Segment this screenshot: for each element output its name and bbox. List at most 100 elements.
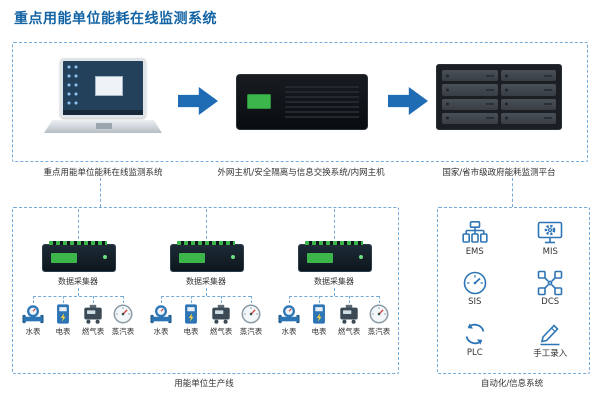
meter-water: 水表: [146, 303, 176, 337]
mis-monitor-gear-icon: [537, 221, 563, 244]
connector-right: [512, 178, 513, 207]
meter-label: 电表: [183, 327, 199, 336]
collector-green-label: [179, 253, 205, 263]
system-item-sis: SIS: [462, 270, 488, 307]
server-vents: [285, 86, 359, 118]
meter-label: 燃气表: [209, 327, 233, 336]
system-label: PLC: [466, 348, 483, 359]
caption-gateway-host: 外网主机/安全隔离与信息交换系统/内网主机: [217, 168, 385, 178]
meter-label: 燃气表: [81, 327, 105, 336]
meter-label: 蒸汽表: [367, 327, 391, 336]
meter-steam: 蒸汽表: [236, 303, 266, 337]
electric-meter-icon: [313, 304, 325, 324]
collector-drop-line: [206, 209, 207, 239]
meter-electric: 电表: [48, 303, 78, 337]
meter-label: 燃气表: [337, 327, 361, 336]
meter-steam: 蒸汽表: [364, 303, 394, 337]
electric-meter-icon: [185, 304, 197, 324]
electric-meter-icon: [57, 304, 69, 324]
bus-stub: [191, 296, 192, 303]
caption-automation-systems: 自动化/信息系统: [480, 379, 544, 389]
system-item-plc: PLC: [462, 321, 488, 358]
water-meter-icon: [278, 305, 300, 324]
page-title: 重点用能单位能耗在线监测系统: [14, 11, 217, 27]
bus-stub: [319, 296, 320, 303]
steam-meter-icon: [369, 304, 389, 324]
meter-electric: 电表: [304, 303, 334, 337]
collector-label: 数据采集器: [58, 277, 98, 286]
meter-water: 水表: [18, 303, 48, 337]
drive-bay: [500, 70, 556, 82]
steam-meter-icon: [113, 304, 133, 324]
meter-gas: 燃气表: [78, 303, 108, 337]
system-item-dcs: DCS: [537, 270, 563, 307]
system-label: SIS: [468, 297, 482, 308]
bus-stub: [289, 296, 290, 303]
caption-production-line: 用能单位生产线: [174, 379, 234, 389]
collector-group: 数据采集器 水表 电表 燃气表 蒸汽表: [274, 240, 394, 365]
collector-led: [231, 255, 235, 259]
data-collector-device: [42, 241, 116, 272]
meter-label: 水表: [25, 327, 41, 336]
collector-group: 数据采集器 水表 电表 燃气表 蒸汽表: [146, 240, 266, 365]
collector-led: [359, 255, 363, 259]
bus-line: [289, 296, 379, 297]
server-status-screen: [247, 94, 271, 109]
gateway-server-illustration: [236, 74, 368, 130]
sis-gauge-icon: [463, 272, 487, 295]
connector-left: [100, 178, 101, 207]
bus-stub: [161, 296, 162, 303]
meter-label: 蒸汽表: [239, 327, 263, 336]
data-collector-device: [170, 241, 244, 272]
storage-rack-illustration: [436, 64, 562, 130]
system-item-ems: EMS: [462, 220, 488, 257]
system-label: EMS: [465, 246, 484, 257]
desktop-taskbar: [63, 110, 143, 115]
collector-label: 数据采集器: [314, 277, 354, 286]
laptop-screen: [60, 58, 146, 118]
collector-led: [103, 255, 107, 259]
bus-stub: [33, 296, 34, 303]
water-meter-icon: [22, 305, 44, 324]
system-label: 手工录入: [533, 349, 568, 360]
systems-grid: EMS MIS SIS DCS PLC 手工录入: [437, 213, 588, 365]
desktop-window: [95, 76, 123, 96]
meter-electric: 电表: [176, 303, 206, 337]
plc-cycle-icon: [465, 323, 485, 345]
steam-meter-icon: [241, 304, 261, 324]
collector-group: 数据采集器 水表 电表 燃气表 蒸汽表: [18, 240, 138, 365]
drive-bay: [500, 112, 556, 124]
system-label: MIS: [542, 246, 558, 257]
laptop-illustration: [44, 58, 162, 144]
drive-bay: [442, 112, 498, 124]
laptop-keyboard-base: [44, 120, 162, 133]
bus-stub: [123, 296, 124, 303]
drive-bay: [442, 98, 498, 110]
collector-drop-line: [78, 209, 79, 239]
data-collector-device: [298, 241, 372, 272]
drive-bay: [500, 98, 556, 110]
drive-bay: [500, 84, 556, 96]
water-meter-icon: [150, 305, 172, 324]
meter-steam: 蒸汽表: [108, 303, 138, 337]
systems-panel: [437, 207, 590, 374]
meter-label: 电表: [311, 327, 327, 336]
gas-meter-icon: [212, 304, 230, 324]
drive-bay: [442, 70, 498, 82]
meter-label: 水表: [281, 327, 297, 336]
production-panel: [12, 207, 399, 374]
meter-label: 蒸汽表: [111, 327, 135, 336]
bus-stub: [63, 296, 64, 303]
ems-network-icon: [462, 220, 488, 243]
meter-gas: 燃气表: [206, 303, 236, 337]
bus-stub: [251, 296, 252, 303]
bus-line: [161, 296, 251, 297]
bus-stub: [349, 296, 350, 303]
gas-meter-icon: [84, 304, 102, 324]
bus-stub: [93, 296, 94, 303]
collector-green-label: [307, 253, 333, 263]
meter-label: 电表: [55, 327, 71, 336]
meter-gas: 燃气表: [334, 303, 364, 337]
bus-line: [78, 288, 79, 296]
